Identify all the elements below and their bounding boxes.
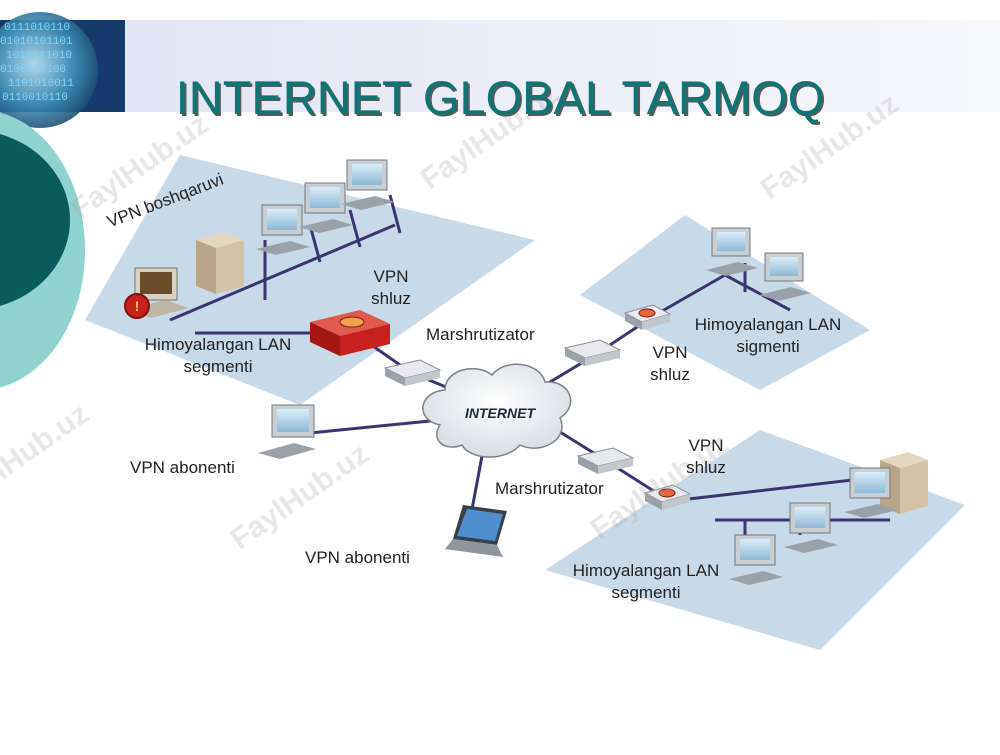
label-router-top: Marshrutizator bbox=[426, 325, 535, 344]
vpn-gateway-left bbox=[310, 310, 390, 356]
router-top-right bbox=[563, 339, 622, 366]
label-vpn-gateway-bottom: VPN shluz bbox=[686, 436, 726, 477]
label-router-bottom: Marshrutizator bbox=[495, 479, 604, 498]
svg-text:1010011010: 1010011010 bbox=[6, 50, 72, 62]
cloud-label: INTERNET bbox=[465, 405, 536, 421]
side-decoration bbox=[0, 112, 85, 388]
vpn-client-desktop bbox=[258, 404, 316, 459]
vpn-gateway-right bbox=[623, 304, 672, 330]
vpn-management-workstation: ! bbox=[124, 267, 189, 319]
label-lan-right: Himoyalangan LAN sigmenti bbox=[694, 315, 842, 356]
workstation bbox=[341, 159, 395, 210]
workstation bbox=[784, 502, 838, 553]
label-vpn-gateway-right: VPN shluz bbox=[650, 343, 690, 384]
workstation bbox=[256, 204, 310, 255]
svg-text:0110010110: 0110010110 bbox=[2, 92, 68, 104]
svg-text:0100110100: 0100110100 bbox=[0, 64, 66, 76]
label-vpn-client-1: VPN abonenti bbox=[130, 458, 235, 477]
label-lan-bottom: Himoyalangan LAN segmenti bbox=[572, 561, 720, 602]
label-vpn-client-2: VPN abonenti bbox=[305, 548, 410, 567]
header-decoration: 0111010110 01010101101 1010011010 010011… bbox=[0, 12, 1000, 128]
workstation bbox=[706, 227, 758, 276]
workstation bbox=[729, 534, 783, 585]
workstation bbox=[844, 467, 898, 518]
page-title: INTERNET GLOBAL TARMOQ bbox=[175, 71, 825, 124]
workstations bbox=[256, 159, 898, 585]
svg-text:!: ! bbox=[135, 298, 140, 314]
internet-cloud bbox=[422, 363, 572, 458]
lan-zone-left bbox=[85, 155, 535, 405]
label-vpn-gateway-left: VPN shluz bbox=[371, 267, 411, 308]
router-bottom bbox=[576, 447, 635, 474]
svg-text:0111010110: 0111010110 bbox=[4, 22, 70, 34]
workstation bbox=[759, 252, 811, 301]
label-lan-left: Himoyalangan LAN segmenti bbox=[144, 335, 292, 376]
vpn-gateway-bottom bbox=[643, 484, 692, 510]
svg-text:1101010011: 1101010011 bbox=[8, 78, 74, 90]
vpn-client-laptop bbox=[445, 505, 507, 557]
svg-text:01010101101: 01010101101 bbox=[0, 36, 73, 48]
lan-zone-right bbox=[580, 215, 870, 390]
router-left bbox=[383, 359, 442, 386]
server-left bbox=[196, 232, 244, 294]
workstation bbox=[299, 182, 353, 233]
